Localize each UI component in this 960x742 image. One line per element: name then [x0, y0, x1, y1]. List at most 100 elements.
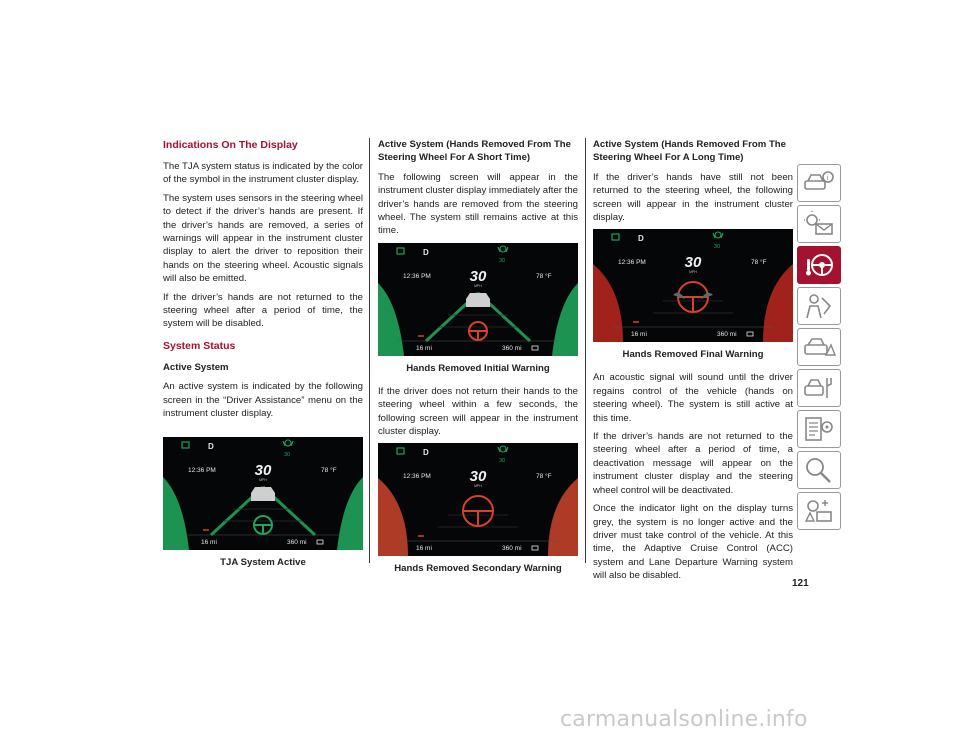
vehicle-info-icon: i [804, 171, 834, 190]
cluster-image-secondary-warning: D 30 12:36 PM 30 MPH 78 °F 16 mi 360 mi [378, 443, 578, 557]
cluster-time: 12:36 PM [403, 473, 431, 480]
cluster-image-final-warning: D 30 12:36 PM 30 MPH 78 °F 16 mi 360 mi [593, 229, 793, 343]
cluster-speed-unit: MPH [474, 484, 482, 488]
cluster-gear: D [208, 442, 214, 451]
cluster-gear: D [638, 234, 644, 243]
instrument-cluster-display: D 30 12:36 PM 30 MPH 78 °F 16 mi 360 mi [163, 436, 363, 550]
fuel-icon [181, 440, 190, 449]
cluster-temp: 78 °F [536, 272, 552, 280]
column-divider [585, 138, 586, 563]
cluster-speed: 30 [685, 254, 702, 271]
fuel-icon [611, 233, 620, 242]
cluster-time: 12:36 PM [618, 259, 646, 266]
multimedia-icon [804, 500, 832, 522]
subheading: Active System [163, 361, 229, 373]
service-icon [804, 378, 832, 398]
cluster-trip: 16 mi [416, 345, 432, 352]
cluster-speed: 30 [470, 268, 487, 285]
tab-emergency[interactable] [797, 328, 841, 366]
tab-driving[interactable] [797, 246, 841, 284]
cluster-temp: 78 °F [536, 472, 552, 480]
side-glow [552, 282, 578, 356]
tab-service[interactable] [797, 369, 841, 407]
cluster-set: 30 [499, 458, 505, 464]
cluster-time: 12:36 PM [403, 273, 431, 280]
steering-wheel-icon [253, 514, 273, 535]
subheading: Active System (Hands Removed From The St… [593, 139, 786, 164]
instrument-cluster-display: D 30 12:36 PM 30 MPH 78 °F 16 mi 360 mi [378, 242, 578, 356]
watermark: carmanualsonline.info [560, 707, 808, 732]
tab-index[interactable] [797, 451, 841, 489]
car-icon [251, 486, 275, 501]
instrument-cluster-display: D 30 12:36 PM 30 MPH 78 °F 16 mi 360 mi [378, 443, 578, 557]
cluster-range: 360 mi [502, 345, 522, 352]
paragraph: If the driver’s hands have still not bee… [593, 171, 793, 224]
section-heading: Indications On The Display [163, 139, 298, 151]
figure-caption: Hands Removed Initial Warning [406, 362, 550, 374]
paragraph: The system uses sensors in the steering … [163, 192, 363, 285]
column-2: Active System (Hands Removed From The St… [378, 138, 578, 585]
cluster-speed: 30 [470, 468, 487, 485]
cluster-gear: D [423, 448, 429, 457]
tja-icon [712, 231, 724, 239]
tja-icon [497, 445, 509, 454]
tja-icon [282, 438, 294, 447]
side-glow [337, 476, 363, 550]
svg-text:i: i [827, 175, 829, 182]
emergency-icon [804, 338, 836, 356]
steering-wheel-icon [462, 495, 494, 528]
cluster-trip: 16 mi [416, 545, 432, 552]
cluster-range: 360 mi [717, 331, 737, 338]
cluster-range: 360 mi [287, 539, 307, 546]
cluster-speed-unit: MPH [689, 270, 697, 274]
chapter-tabs: i [797, 164, 845, 533]
paragraph: An active system is indicated by the fol… [163, 381, 363, 420]
safety-icon [806, 294, 832, 319]
paragraph: The TJA system status is indicated by th… [163, 161, 363, 186]
side-glow [378, 282, 404, 356]
side-glow [763, 264, 793, 343]
cluster-speed: 30 [255, 462, 272, 479]
steering-wheel-icon [468, 320, 488, 341]
side-glow [593, 264, 623, 343]
tab-safety[interactable] [797, 287, 841, 325]
side-glow [163, 476, 189, 550]
section-heading: System Status [163, 339, 236, 352]
car-icon [466, 292, 490, 307]
column-divider [369, 138, 370, 563]
cluster-speed-unit: MPH [259, 478, 267, 482]
specs-icon [805, 417, 833, 441]
cluster-set: 30 [499, 258, 505, 264]
cluster-range: 360 mi [502, 545, 522, 552]
hands-icon [673, 293, 713, 300]
figure-caption: TJA System Active [220, 556, 306, 568]
tab-multimedia[interactable] [797, 492, 841, 530]
figure-caption: Hands Removed Final Warning [622, 349, 764, 361]
paragraph: The following screen will appear in the … [378, 171, 578, 237]
cluster-image-tja-active: D 30 12:36 PM 30 MPH 78 °F 16 mi 360 mi [163, 436, 363, 550]
paragraph: If the driver does not return their hand… [378, 385, 578, 438]
paragraph: If the driver’s hands are not returned t… [163, 291, 363, 330]
fuel-icon [396, 447, 405, 456]
warning-lights-icon [804, 211, 833, 235]
column-3: Active System (Hands Removed From The St… [593, 138, 793, 588]
cluster-set: 30 [284, 452, 290, 458]
instrument-cluster-display: D 30 12:36 PM 30 MPH 78 °F 16 mi 360 mi [593, 229, 793, 343]
paragraph: If the driver’s hands are not returned t… [593, 431, 793, 496]
cluster-gear: D [423, 248, 429, 257]
cluster-temp: 78 °F [321, 466, 337, 474]
fuel-icon [396, 247, 405, 255]
cluster-set: 30 [714, 244, 720, 250]
tab-warning-lights[interactable] [797, 205, 841, 243]
cluster-image-initial-warning: D 30 12:36 PM 30 MPH 78 °F 16 mi 360 mi [378, 242, 578, 356]
tab-specs[interactable] [797, 410, 841, 448]
tab-vehicle-info[interactable]: i [797, 164, 841, 202]
figure-caption: Hands Removed Secondary Warning [394, 563, 562, 575]
cluster-trip: 16 mi [631, 331, 647, 338]
paragraph: An acoustic signal will sound until the … [593, 372, 793, 424]
paragraph: Once the indicator light on the display … [593, 503, 793, 582]
side-glow [548, 478, 578, 557]
tja-icon [497, 245, 509, 253]
side-glow [378, 478, 408, 557]
driving-icon [806, 254, 833, 276]
